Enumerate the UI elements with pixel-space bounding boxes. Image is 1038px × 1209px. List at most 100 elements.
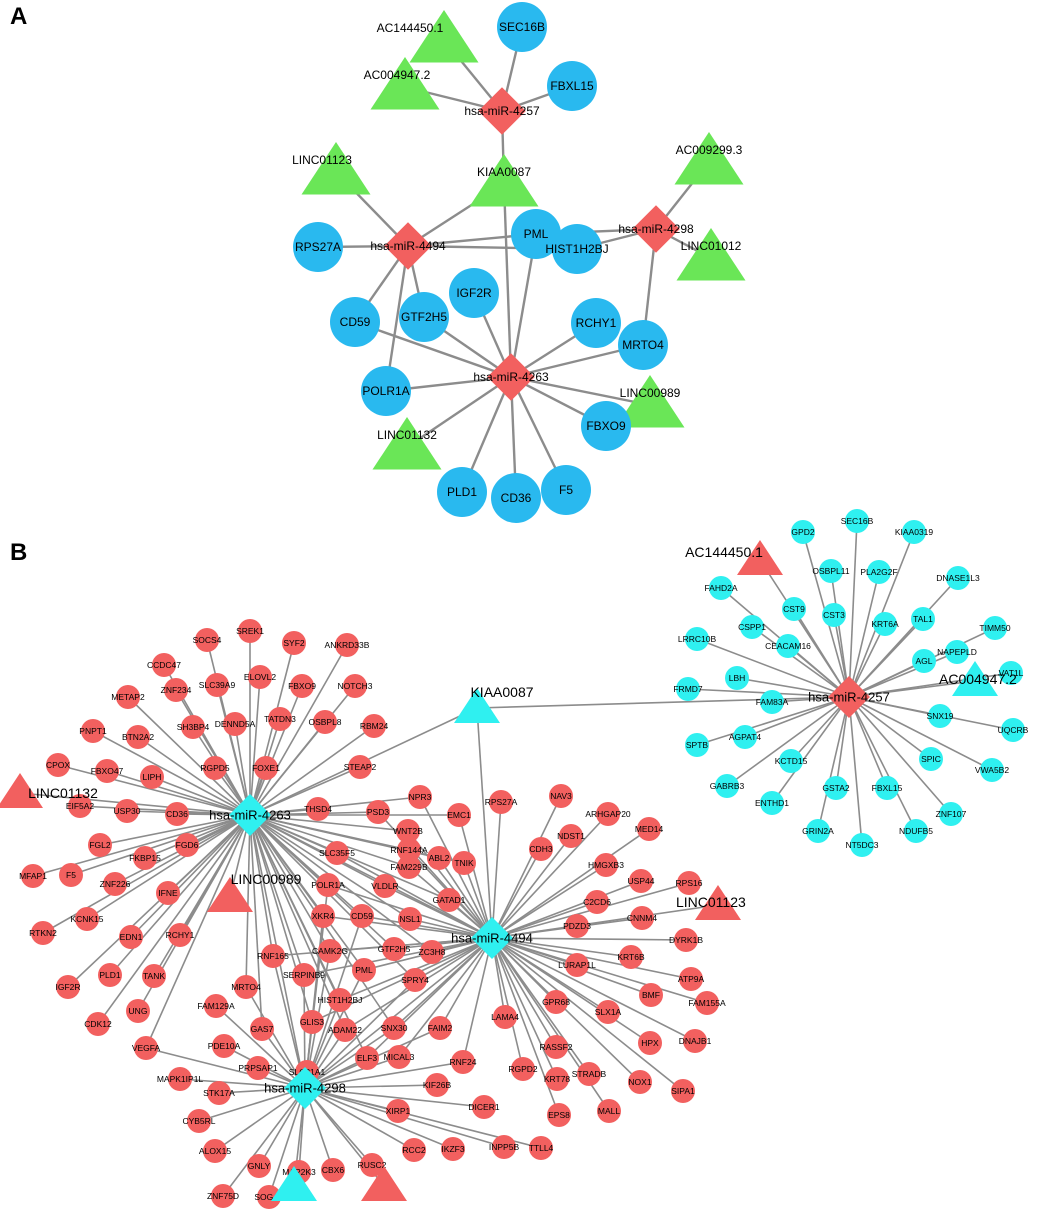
label-b-mfap1: MFAP1 [19,871,47,881]
label-b-znf234: ZNF234 [161,685,192,695]
label-b-tal1: TAL1 [913,614,933,624]
node-b-lama4-circle [493,1005,517,1029]
edge-b-hsa-mir-4263-znf234 [175,689,251,816]
node-b-cyb5rl-circle [187,1109,211,1133]
edge-b-hsa-mir-4494-nox1 [491,937,641,1083]
edge-b-hsa-mir-4257-spic [848,696,932,760]
label-a-hsa-mir-4257: hsa-miR-4257 [464,104,540,118]
label-b-fbxo9: FBXO9 [288,681,316,691]
node-b-krt78-circle [545,1067,569,1091]
label-b-elf3: ELF3 [357,1053,378,1063]
node-b-hsa-mir-4494-diamond [471,917,513,959]
node-b-agpat4-circle [733,725,757,749]
edge-b-hsa-mir-4494-dnajb1 [491,937,696,1042]
label-b-npr3: NPR3 [409,792,432,802]
node-b-lbh-circle [725,666,749,690]
label-b-rgpd5: RGPD5 [200,763,230,773]
node-b-tank-circle [142,964,166,988]
node-b-rps16-circle [677,871,701,895]
label-b-cnnm4: CNNM4 [627,913,657,923]
label-a-igf2r: IGF2R [456,286,492,300]
edge-b-hsa-mir-4494-arhgap20 [491,813,609,939]
label-b-dnase1l3: DNASE1L3 [936,573,980,583]
label-b-arhgap20: ARHGAP20 [585,809,631,819]
node-b-cspp1-circle [740,615,764,639]
node-b-nox1-circle [628,1070,652,1094]
node-b-glis3-circle [300,1010,324,1034]
label-b-emc1: EMC1 [447,810,471,820]
edge-b-hsa-mir-4263-metap2 [127,696,251,816]
label-b-tank: TANK [143,971,165,981]
node-b-pdzd3-circle [565,914,589,938]
edge-b-hsa-mir-4263-kcnk15 [86,814,251,920]
edge-a-hsa-mir-4263-kiaa0087 [502,183,513,378]
label-b-krt6a: KRT6A [871,619,899,629]
node-b-ac144450-1-triangle [737,540,783,575]
label-b-socs4: SOCS4 [193,635,222,645]
label-b-hmgxb3: HMGXB3 [588,860,624,870]
label-a-linc01123: LINC01123 [292,153,352,167]
label-b-timm50: TIMM50 [979,623,1010,633]
node-b-edn1-circle [119,925,143,949]
node-b-ac009299-3-triangle [361,1166,407,1201]
node-b-gpr68-circle [544,990,568,1014]
label-b-bmf: BMF [642,990,660,1000]
node-b-fam83a-circle [760,690,784,714]
edge-b-hsa-mir-4494-emc1 [458,814,493,939]
node-b-rnf144a-circle [397,838,421,862]
label-b-pla2g2f: PLA2G2F [860,567,897,577]
node-b-sptb-circle [685,733,709,757]
edge-b-hsa-mir-4298-ikzf3 [304,1087,454,1150]
node-b-f5-circle [59,863,83,887]
edge-b-hsa-mir-4494-wnt2b [407,830,493,939]
edge-b-hsa-mir-4494-atp9a [491,937,692,980]
label-a-mrto4: MRTO4 [622,338,664,352]
node-a-hist1h2bj-circle [552,224,602,274]
node-b-tatdn3-circle [268,707,292,731]
node-b-vwa5b2-circle [980,758,1004,782]
label-b-ankrd33b: ANKRD33B [325,640,370,650]
node-b-metap2-circle [116,685,140,709]
node-b-stk17a-circle [207,1081,231,1105]
node-a-linc01132-triangle [372,417,442,470]
label-b-nsl1: NSL1 [399,914,421,924]
node-b-fam229b-circle [397,855,421,879]
edge-b-hsa-mir-4263-zc3h8 [249,814,433,953]
node-b-frmd7-circle [676,677,700,701]
label-a-ac004947-2: AC004947.2 [364,68,431,82]
node-b-rnf24-circle [451,1050,475,1074]
node-a-sec16b-circle [497,2,547,52]
label-a-hist1h2bj: HIST1H2BJ [545,242,608,256]
node-a-hsa-mir-4298-diamond [632,205,680,253]
label-b-cd59: CD59 [351,911,373,921]
edge-b-hsa-mir-4494-linc01123 [491,904,719,939]
edge-b-hsa-mir-4257-ac144450-1 [759,559,850,698]
label-b-srek1: SREK1 [236,626,264,636]
edge-b-hsa-mir-4494-abl2 [438,857,493,939]
node-b-xirp1-circle [386,1099,410,1123]
node-b-abl2-circle [427,846,451,870]
node-b-spry4-circle [403,968,427,992]
label-a-rps27a: RPS27A [295,240,341,254]
node-a-cd59-circle [330,297,380,347]
label-b-usp44: USP44 [628,876,655,886]
edge-b-hsa-mir-4257-ac004947-2 [848,680,976,698]
node-b-elovl2-circle [248,665,272,689]
node-b-krt6a-circle [873,612,897,636]
label-a-linc01012: LINC01012 [681,239,742,253]
edge-b-hsa-mir-4263-rnf165 [249,814,274,957]
node-b-pnpt1-circle [81,719,105,743]
label-b-gtf2h5: GTF2H5 [378,944,411,954]
label-b-krt6b: KRT6B [617,952,645,962]
node-a-linc00989-triangle [615,375,685,428]
node-b-kif26b-circle [425,1073,449,1097]
node-b-gtf2h5-circle [382,937,406,961]
edge-b-hsa-mir-4494-c2cd6 [491,901,598,939]
node-b-gatad1-circle [437,888,461,912]
node-b-pml-circle [352,958,376,982]
label-b-eps8: EPS8 [548,1110,570,1120]
edge-b-hsa-mir-4298-fam129a [215,1005,306,1089]
label-b-linc01012: LINC01012 [277,1206,348,1209]
node-b-med14-circle [637,817,661,841]
node-b-fam155a-circle [695,991,719,1015]
